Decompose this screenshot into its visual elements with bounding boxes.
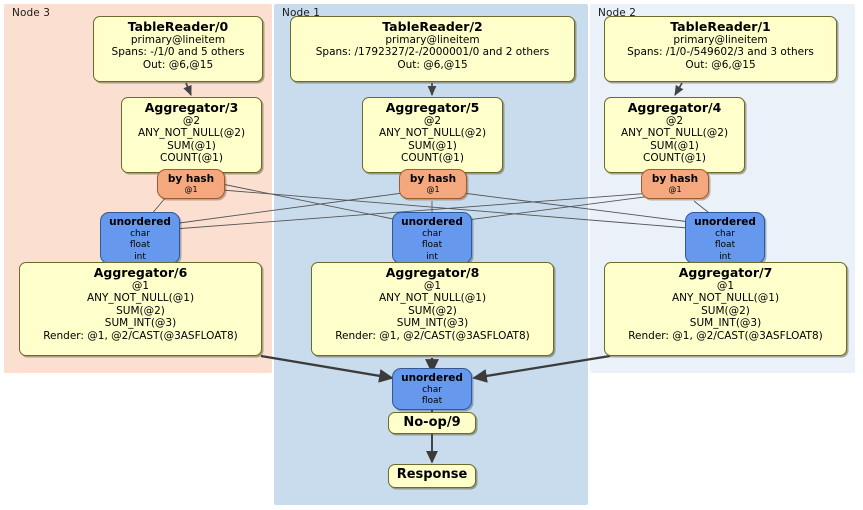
- sync-2-type-2: float: [714, 240, 736, 250]
- hash-router-3-title: by hash: [167, 173, 215, 185]
- aggregator-6-agg3: SUM_INT(@3): [104, 317, 177, 330]
- aggregator-3-group: @2: [182, 115, 201, 127]
- aggregator-7-agg2: SUM(@2): [701, 304, 750, 317]
- input-sync-unordered-node-1[interactable]: unordered char float int: [392, 212, 472, 264]
- aggregator-6-group: @1: [131, 280, 150, 292]
- processor-aggregator-8[interactable]: Aggregator/8 @1 ANY_NOT_NULL(@1) SUM(@2)…: [311, 262, 554, 356]
- final-sync-type-2: float: [421, 396, 443, 406]
- aggregator-5-group: @2: [423, 115, 442, 127]
- aggregator-7-agg3: SUM_INT(@3): [689, 317, 762, 330]
- final-sync-type-1: char: [422, 384, 442, 395]
- table-reader-0-title: TableReader/0: [127, 19, 229, 34]
- processor-no-op-9[interactable]: No-op/9: [388, 412, 476, 434]
- sync-3-title: unordered: [109, 216, 171, 228]
- input-sync-unordered-node-3[interactable]: unordered char float int: [100, 212, 180, 264]
- processor-aggregator-3[interactable]: Aggregator/3 @2 ANY_NOT_NULL(@2) SUM(@1)…: [121, 97, 262, 173]
- response-node[interactable]: Response: [388, 464, 476, 488]
- aggregator-8-group: @1: [423, 280, 442, 292]
- processor-table-reader-0[interactable]: TableReader/0 primary@lineitem Spans: -/…: [93, 16, 263, 82]
- processor-table-reader-1[interactable]: TableReader/1 primary@lineitem Spans: /1…: [604, 16, 837, 82]
- sync-1-type-1: char: [422, 228, 442, 239]
- aggregator-5-title: Aggregator/5: [385, 100, 480, 115]
- aggregator-3-agg2: SUM(@1): [167, 139, 216, 152]
- response-title: Response: [396, 467, 468, 482]
- table-reader-1-table: primary@lineitem: [673, 34, 768, 46]
- aggregator-6-render: Render: @1, @2/CAST(@3ASFLOAT8): [43, 329, 238, 342]
- aggregator-7-agg1: ANY_NOT_NULL(@1): [671, 292, 780, 305]
- hash-router-1-column: @1: [426, 185, 440, 194]
- node-panel-label-node-3: Node 3: [12, 7, 51, 19]
- sync-1-type-3: int: [426, 251, 438, 262]
- aggregator-8-agg1: ANY_NOT_NULL(@1): [378, 292, 487, 305]
- aggregator-8-title: Aggregator/8: [385, 265, 480, 280]
- table-reader-0-out: Out: @6,@15: [142, 58, 214, 71]
- table-reader-0-table: primary@lineitem: [130, 34, 226, 46]
- aggregator-4-agg2: SUM(@1): [650, 139, 699, 152]
- aggregator-3-agg1: ANY_NOT_NULL(@2): [137, 127, 246, 140]
- sync-1-type-2: float: [421, 240, 443, 250]
- processor-aggregator-4[interactable]: Aggregator/4 @2 ANY_NOT_NULL(@2) SUM(@1)…: [604, 97, 745, 173]
- aggregator-6-title: Aggregator/6: [93, 265, 188, 280]
- hash-router-3-column: @1: [184, 185, 198, 194]
- aggregator-8-agg3: SUM_INT(@3): [396, 317, 469, 330]
- hash-router-1-title: by hash: [409, 173, 457, 185]
- aggregator-4-group: @2: [665, 115, 684, 127]
- processor-table-reader-2[interactable]: TableReader/2 primary@lineitem Spans: /1…: [290, 16, 575, 82]
- sync-3-type-3: int: [134, 251, 146, 262]
- aggregator-3-agg3: COUNT(@1): [160, 152, 223, 165]
- processor-aggregator-5[interactable]: Aggregator/5 @2 ANY_NOT_NULL(@2) SUM(@1)…: [362, 97, 503, 173]
- processor-aggregator-7[interactable]: Aggregator/7 @1 ANY_NOT_NULL(@1) SUM(@2)…: [604, 262, 847, 356]
- aggregator-4-title: Aggregator/4: [627, 100, 722, 115]
- sync-3-type-1: char: [130, 228, 150, 239]
- input-sync-unordered-final[interactable]: unordered char float: [392, 368, 472, 410]
- no-op-9-title: No-op/9: [403, 415, 461, 430]
- hash-router-2-title: by hash: [651, 173, 699, 185]
- table-reader-2-table: primary@lineitem: [385, 34, 480, 46]
- processor-aggregator-6[interactable]: Aggregator/6 @1 ANY_NOT_NULL(@1) SUM(@2)…: [19, 262, 262, 356]
- table-reader-2-out: Out: @6,@15: [397, 58, 468, 71]
- aggregator-4-agg1: ANY_NOT_NULL(@2): [620, 127, 729, 140]
- sync-2-title: unordered: [694, 216, 756, 228]
- aggregator-7-title: Aggregator/7: [678, 265, 773, 280]
- table-reader-0-spans: Spans: -/1/0 and 5 others: [111, 46, 245, 59]
- aggregator-7-group: @1: [716, 280, 735, 292]
- aggregator-4-agg3: COUNT(@1): [643, 152, 706, 165]
- aggregator-6-agg2: SUM(@2): [116, 304, 165, 317]
- output-router-by-hash-node-2[interactable]: by hash @1: [641, 169, 709, 199]
- aggregator-7-render: Render: @1, @2/CAST(@3ASFLOAT8): [628, 329, 823, 342]
- sync-2-type-3: int: [719, 251, 731, 262]
- hash-router-2-column: @1: [668, 185, 682, 194]
- aggregator-5-agg1: ANY_NOT_NULL(@2): [378, 127, 487, 140]
- input-sync-unordered-node-2[interactable]: unordered char float int: [685, 212, 765, 264]
- sync-1-title: unordered: [401, 216, 463, 228]
- output-router-by-hash-node-3[interactable]: by hash @1: [157, 169, 225, 199]
- sync-3-type-2: float: [129, 240, 151, 250]
- aggregator-5-agg2: SUM(@1): [408, 139, 457, 152]
- aggregator-8-render: Render: @1, @2/CAST(@3ASFLOAT8): [335, 329, 530, 342]
- aggregator-3-title: Aggregator/3: [144, 100, 239, 115]
- table-reader-1-out: Out: @6,@15: [685, 58, 756, 71]
- output-router-by-hash-node-1[interactable]: by hash @1: [399, 169, 467, 199]
- aggregator-5-agg3: COUNT(@1): [401, 152, 464, 165]
- sync-2-type-1: char: [715, 228, 735, 239]
- table-reader-1-spans: Spans: /1/0-/549602/3 and 3 others: [627, 46, 814, 59]
- table-reader-2-title: TableReader/2: [382, 19, 483, 34]
- aggregator-6-agg1: ANY_NOT_NULL(@1): [86, 292, 195, 305]
- aggregator-8-agg2: SUM(@2): [408, 304, 457, 317]
- table-reader-2-spans: Spans: /1792327/2-/2000001/0 and 2 other…: [315, 46, 550, 59]
- final-sync-title: unordered: [401, 372, 463, 384]
- table-reader-1-title: TableReader/1: [670, 19, 771, 34]
